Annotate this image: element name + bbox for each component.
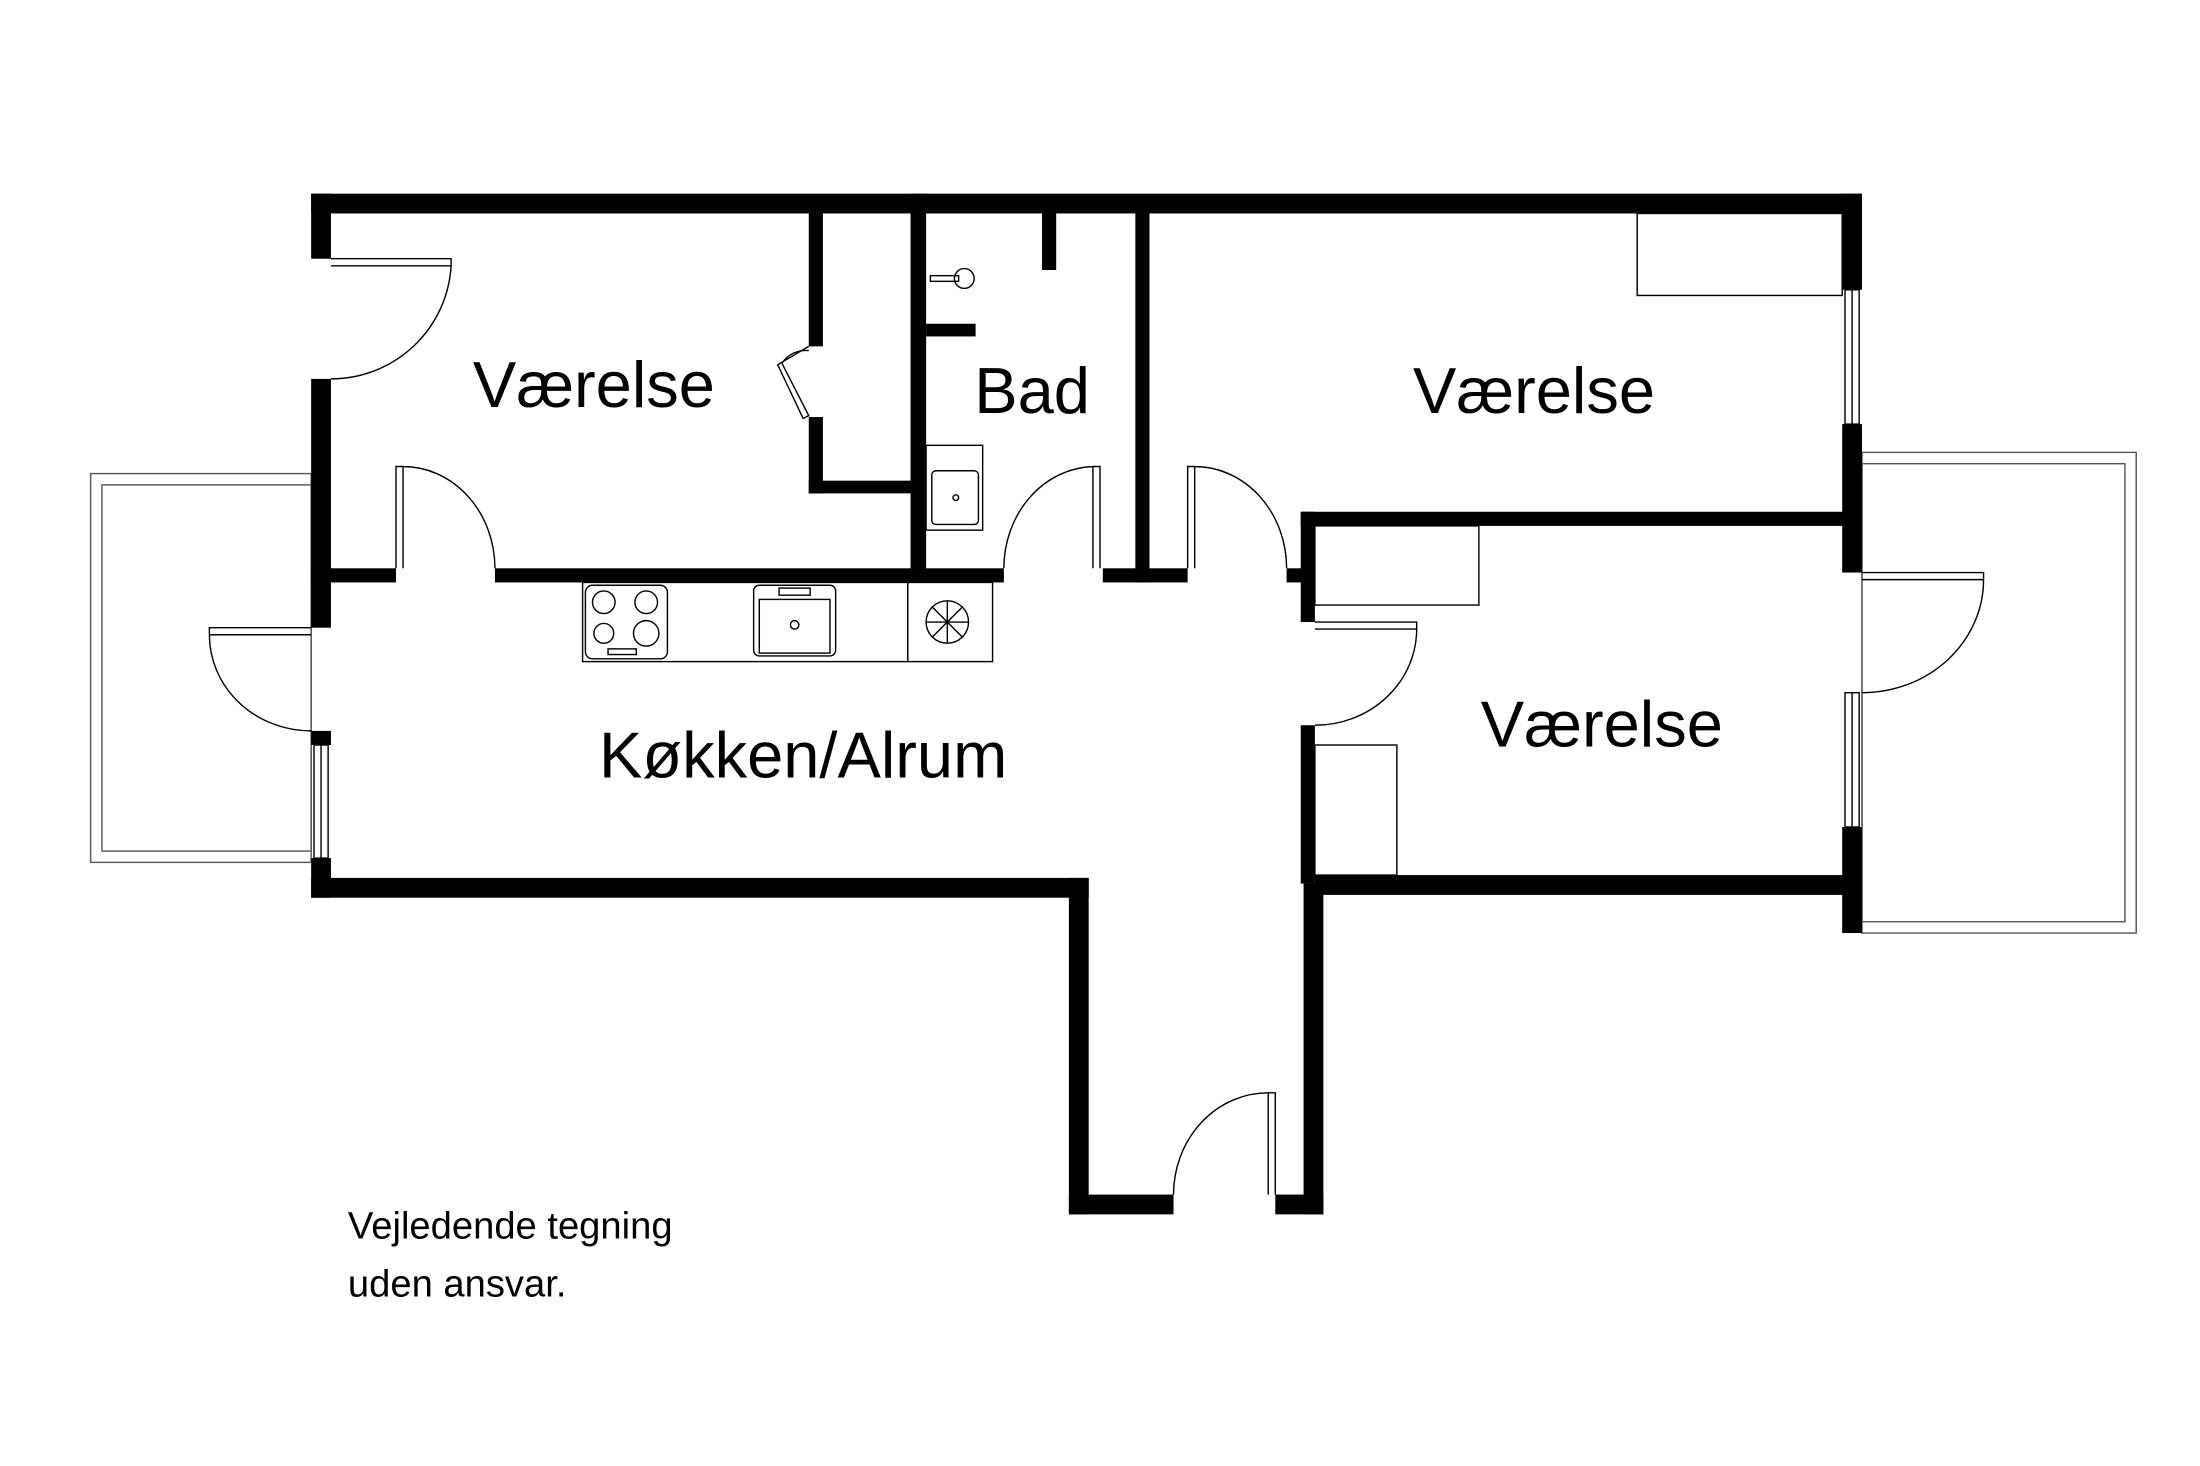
fixtures xyxy=(581,212,1843,876)
room-label-top-left: Værelse xyxy=(473,348,715,421)
room-label-bath: Bad xyxy=(974,354,1090,427)
room-labels: Værelse Bad Værelse Værelse Køkken/Alrum xyxy=(473,348,1723,791)
door-room2 xyxy=(1186,465,1288,569)
windows xyxy=(313,289,1860,859)
doors xyxy=(208,257,1985,1195)
stove-icon xyxy=(584,584,669,660)
room-label-bottom-right: Værelse xyxy=(1481,687,1723,760)
door-entrance xyxy=(1172,1092,1277,1195)
door-bath xyxy=(1003,465,1101,569)
room-label-top-right: Værelse xyxy=(1413,354,1655,427)
door-balcony-right xyxy=(1861,571,1985,694)
disclaimer-line-1: Vejledende tegning xyxy=(348,1204,673,1247)
shower-icon xyxy=(929,267,975,290)
door-balcony-left xyxy=(208,626,312,732)
room-label-kitchen: Køkken/Alrum xyxy=(599,719,1007,792)
door-room3 xyxy=(1314,621,1418,726)
walls xyxy=(311,193,1862,1215)
disclaimer-line-2: uden ansvar. xyxy=(348,1262,567,1305)
door-top-left xyxy=(330,257,452,380)
washbasin-icon xyxy=(925,444,984,531)
fan-icon xyxy=(925,600,970,644)
door-room1 xyxy=(395,465,496,569)
door-closet xyxy=(776,345,810,420)
sink-icon xyxy=(752,584,837,657)
